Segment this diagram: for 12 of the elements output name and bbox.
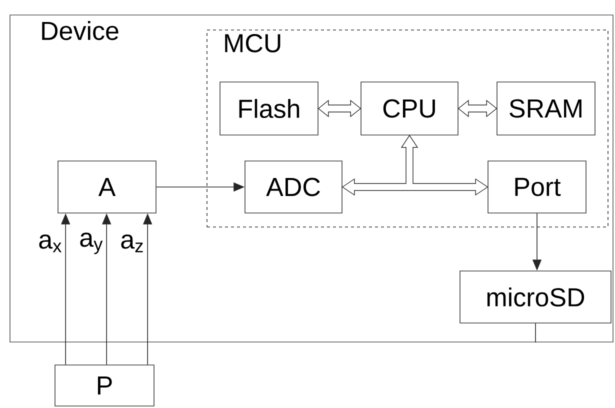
block-box: Flash [220,82,318,136]
block-box: P [54,364,154,406]
block-box: A [58,160,156,214]
edge-label: a$_{x}$ [39,234,62,252]
block-box: microSD [460,270,612,324]
edge-label: a$_{z}$ [121,234,143,252]
connector-line [535,323,536,343]
block-box: CPU [360,82,458,136]
edge-label: a$_{y}$ [80,232,103,254]
block-box: ADC [244,160,342,214]
block-box: SRAM [496,82,596,136]
block-box: Port [488,160,586,214]
